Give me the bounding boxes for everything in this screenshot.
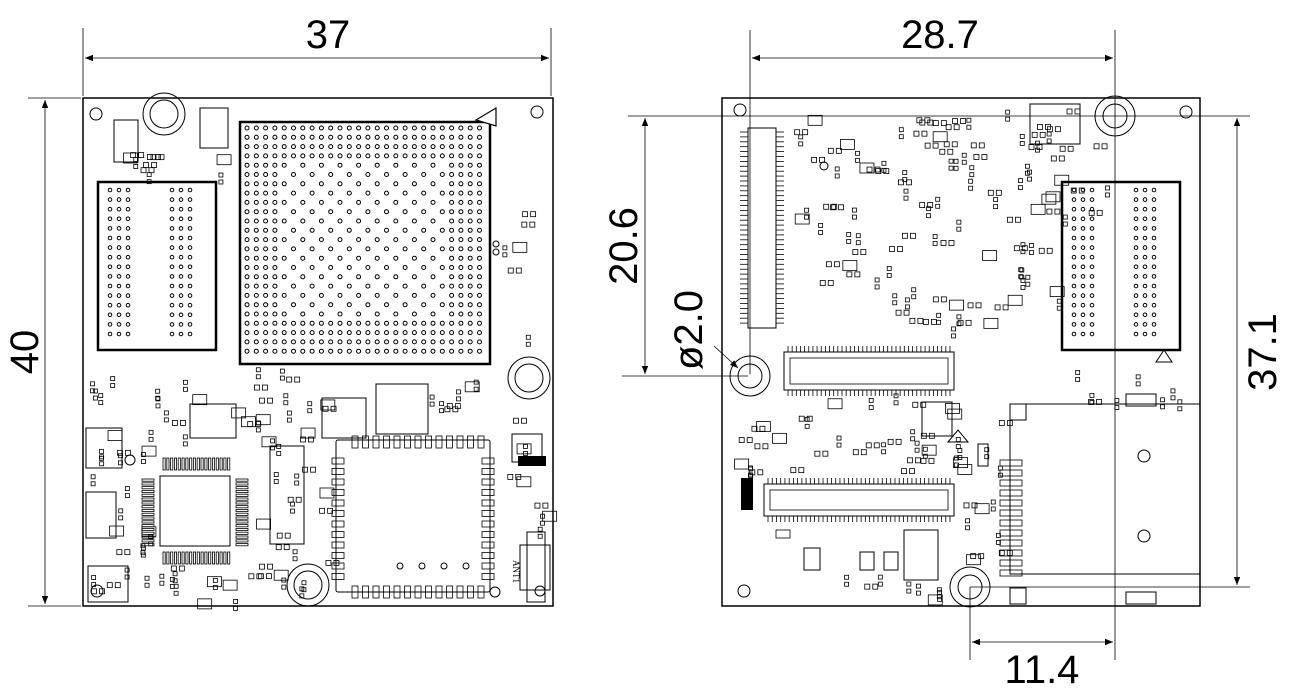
top-board-outline bbox=[82, 97, 554, 607]
top-view: 37 40 bbox=[3, 13, 558, 611]
bottom-passive-components bbox=[734, 103, 1183, 606]
top-qfp-pins bbox=[141, 457, 249, 565]
bottom-mounting-hole-1 bbox=[1094, 95, 1136, 137]
top-corner-hole bbox=[89, 107, 103, 121]
bottom-connector-2-pins bbox=[767, 478, 951, 522]
top-antenna-connector: ANT1 bbox=[489, 531, 551, 603]
bottom-memory-chip bbox=[1060, 180, 1182, 352]
bottom-mounting-hole-2 bbox=[729, 355, 771, 397]
bottom-vertical-connector bbox=[747, 127, 777, 329]
bottom-black-pad bbox=[741, 478, 753, 510]
top-mounting-hole-1 bbox=[142, 92, 186, 136]
top-corner-hole bbox=[530, 105, 544, 119]
bottom-offset-dimension: 11.4 bbox=[969, 587, 1113, 692]
top-cpu-bga bbox=[238, 120, 492, 366]
bottom-mounting-hole-3 bbox=[949, 566, 991, 608]
top-height-label: 40 bbox=[3, 330, 47, 375]
top-bga-balls bbox=[244, 125, 482, 354]
top-passive-components bbox=[85, 107, 558, 611]
bottom-width-dimension: 28.7 bbox=[749, 13, 1116, 660]
bottom-offset-label: 11.4 bbox=[1005, 648, 1080, 692]
top-qfp-chip bbox=[159, 475, 231, 547]
top-memory-balls bbox=[107, 187, 193, 337]
bottom-connector-1 bbox=[783, 351, 955, 391]
top-mounting-hole-3 bbox=[286, 563, 330, 607]
bottom-vertical-connector-pins bbox=[740, 131, 784, 324]
top-pin1-marker bbox=[474, 106, 497, 127]
top-width-dimension: 37 bbox=[82, 13, 552, 96]
bottom-left-height-dimension: 20.6 bbox=[602, 115, 1115, 377]
bottom-width-label: 28.7 bbox=[901, 13, 979, 57]
hole-diameter-label: ø2.0 bbox=[667, 290, 711, 370]
bottom-right-height-dimension: 37.1 bbox=[970, 115, 1285, 588]
top-mounting-hole-2 bbox=[507, 356, 551, 400]
hole-diameter-dimension: ø2.0 bbox=[667, 290, 739, 370]
bottom-view: 28.7 20.6 ø2.0 37.1 11.4 bbox=[602, 13, 1285, 692]
antenna-label: ANT1 bbox=[511, 560, 521, 583]
bottom-connector-1-pins bbox=[787, 346, 951, 396]
top-black-pad bbox=[518, 456, 546, 466]
top-width-label: 37 bbox=[306, 13, 351, 57]
top-memory-chip bbox=[96, 180, 218, 352]
bottom-memory-balls bbox=[1071, 187, 1157, 337]
top-height-dimension: 40 bbox=[3, 97, 81, 607]
top-corner-hole bbox=[90, 584, 104, 598]
bottom-connector-2 bbox=[763, 483, 955, 517]
bottom-right-height-label: 37.1 bbox=[1241, 313, 1285, 391]
top-wifi-module bbox=[335, 439, 491, 593]
bottom-card-slot bbox=[1009, 403, 1201, 575]
bottom-left-height-label: 20.6 bbox=[602, 207, 646, 285]
top-wifi-pads bbox=[331, 435, 495, 599]
